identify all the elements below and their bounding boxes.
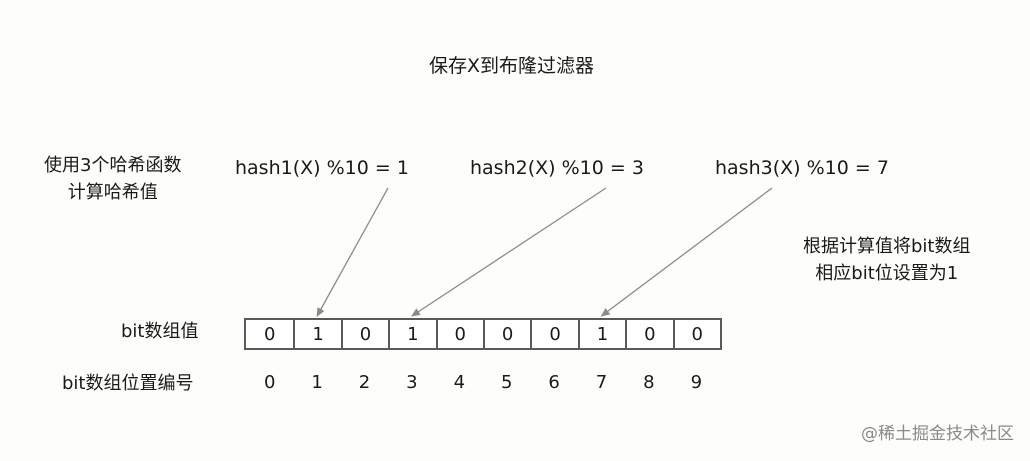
- bit-cell-4: 0: [435, 320, 483, 348]
- hash2-arrow: [411, 187, 607, 317]
- bit-cell-7: 1: [577, 320, 625, 348]
- position-number-0: 0: [263, 372, 276, 393]
- position-number-1: 1: [311, 372, 323, 393]
- bit-cell-0: 0: [263, 323, 276, 345]
- position-number-7: 7: [595, 372, 608, 393]
- position-number-4: 4: [453, 372, 466, 393]
- bit-cell-6: 0: [530, 320, 577, 348]
- position-number-5: 5: [500, 372, 513, 393]
- hash1-label: hash1(X) %10 = 1: [235, 157, 409, 179]
- bit-cell-1: 1: [293, 320, 340, 348]
- left-note: 使用3个哈希函数 计算哈希值: [44, 152, 181, 206]
- hash3-arrow: [600, 187, 773, 317]
- positions-label: bit数组位置编号: [62, 373, 194, 394]
- diagram-title: 保存X到布隆过滤器: [429, 55, 595, 77]
- left-note-line1: 使用3个哈希函数: [44, 155, 182, 176]
- position-number-2: 2: [358, 372, 371, 393]
- position-number-3: 3: [406, 372, 418, 393]
- hash2-label: hash2(X) %10 = 3: [470, 157, 644, 179]
- hash3-label: hash3(X) %10 = 7: [715, 157, 889, 179]
- bit-array-label: bit数组值: [121, 321, 199, 342]
- watermark: @稀土掘金技术社区: [861, 424, 1014, 444]
- position-number-8: 8: [643, 372, 655, 393]
- right-note-line1: 根据计算值将bit数组: [803, 236, 971, 257]
- left-note-line2: 计算哈希值: [67, 182, 158, 203]
- hash1-arrow: [316, 187, 389, 317]
- bit-cell-5: 0: [482, 320, 530, 348]
- bit-cell-8: 0: [625, 320, 672, 348]
- position-number-9: 9: [690, 372, 703, 393]
- position-number-6: 6: [548, 372, 560, 393]
- right-note: 根据计算值将bit数组 相应bit位设置为1: [803, 233, 970, 287]
- right-note-line2: 相应bit位设置为1: [815, 263, 959, 284]
- bit-cell-2: 0: [340, 320, 388, 348]
- bit-cell-3: 1: [388, 320, 435, 348]
- bit-cell-9: 0: [672, 320, 720, 348]
